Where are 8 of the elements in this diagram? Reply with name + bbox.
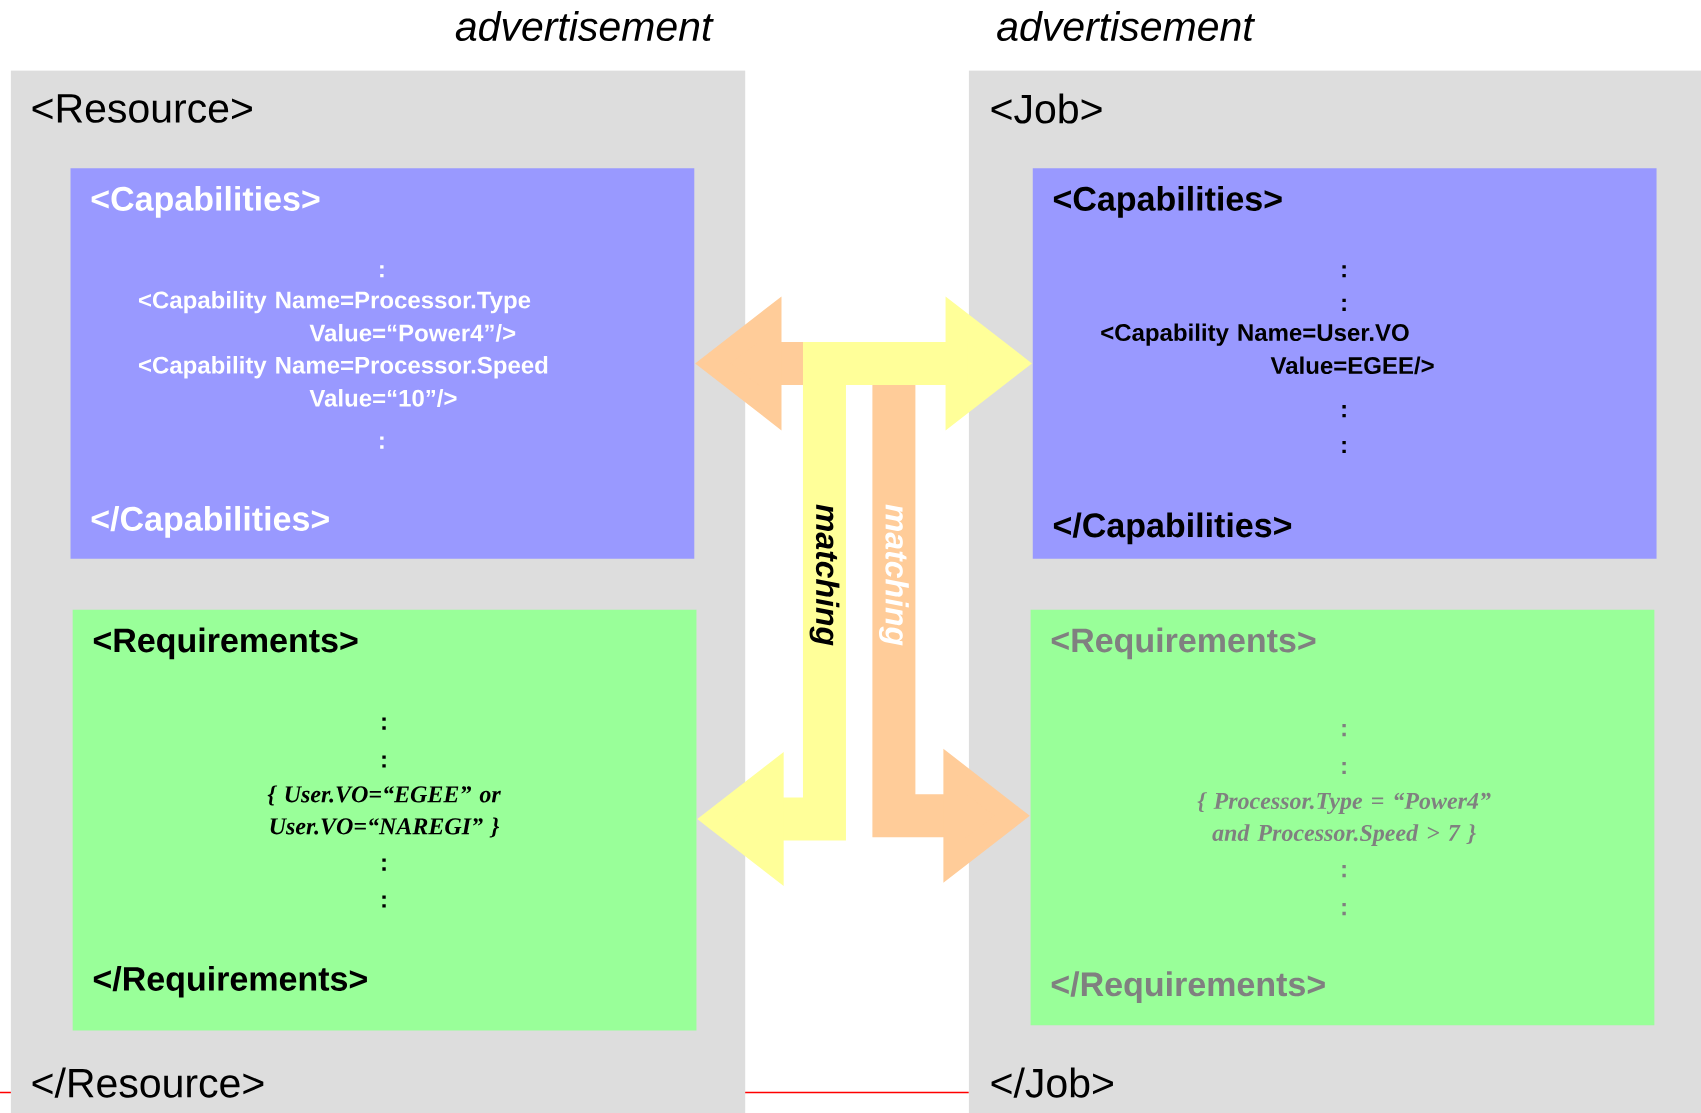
edge-label: matching (878, 502, 910, 648)
edge-label: matching (808, 502, 841, 648)
requirements-box: <Requirements> : : { Processor.Type = “Power4” and Processor.Speed > 7 } : : </Requirements> (1030, 609, 1655, 1026)
requirements-box: <Requirements> : : { User.VO=“EGEE” or User.VO=“NAREGI” } : : </Requirements> (72, 609, 697, 1031)
capabilities-box: <Capabilities> : : <Capability Name=User.VO Value=EGEE/> : : </Capabilities> (1032, 168, 1657, 559)
capabilities-box: <Capabilities> : <Capability Name=Processor.Type Value=“Power4”/> <Capability Name=Processor.Speed Value=“10”/> : </Capabilities> (70, 168, 695, 559)
node-label: advertisement (455, 10, 714, 42)
node-label: advertisement (997, 10, 1256, 42)
